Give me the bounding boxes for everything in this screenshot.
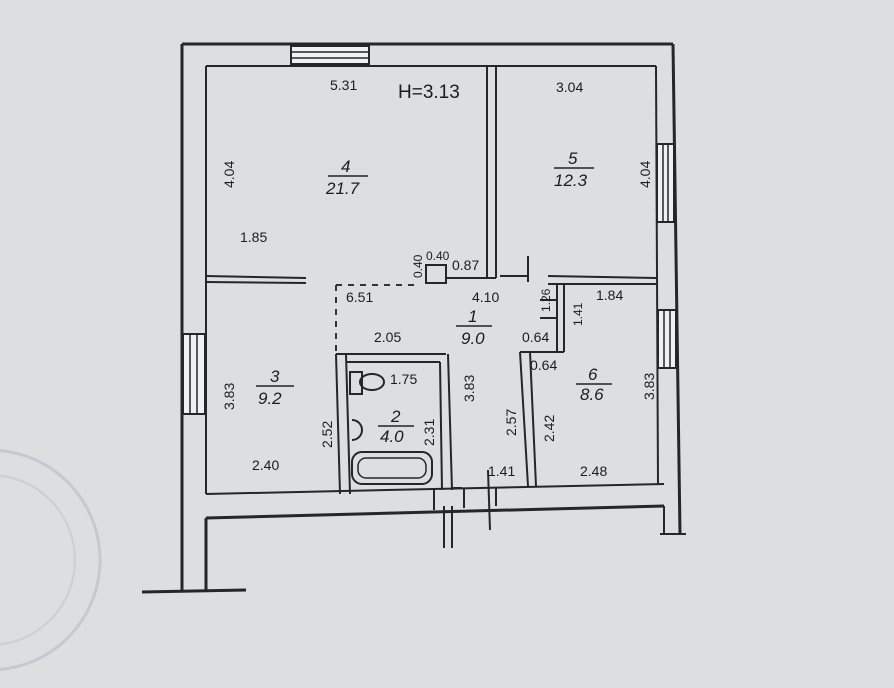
dim-hall-height: 3.83 [461, 375, 477, 402]
toilet-tank [349, 371, 363, 395]
bathroom-fixtures [349, 371, 433, 485]
sink [351, 419, 363, 441]
room-area: 9.2 [258, 389, 282, 408]
room-area: 4.0 [380, 427, 404, 446]
stamp-seal-inner [0, 474, 76, 646]
outer-walls [141, 42, 686, 594]
dim-opening-a: 0.40 [426, 249, 450, 263]
dim-room6-inner: 2.42 [541, 415, 557, 442]
dim-opening-b: 0.40 [411, 254, 425, 278]
dim-bath-width: 2.05 [374, 329, 401, 345]
windows [182, 45, 677, 415]
dim-room5-width: 3.04 [556, 79, 583, 95]
room-number: 5 [568, 149, 578, 168]
room-6: 6 8.6 [576, 365, 612, 404]
dim-bath-inner: 1.75 [390, 371, 417, 387]
dim-hall-mid2: 0.64 [530, 357, 557, 373]
room-area: 12.3 [554, 171, 588, 190]
room-3: 3 9.2 [256, 367, 294, 408]
bathtub [351, 451, 433, 485]
dim-room4-inner: 1.85 [240, 229, 267, 245]
room-number: 4 [341, 157, 350, 176]
ceiling-height-label: H=3.13 [398, 82, 460, 103]
room-4: 4 21.7 [325, 157, 368, 198]
room-number: 6 [588, 365, 598, 384]
dim-small-a: 1.26 [539, 288, 553, 312]
stamp-seal [0, 448, 102, 672]
dim-hall-left: 6.51 [346, 289, 373, 305]
room-area: 8.6 [580, 385, 604, 404]
dimension-labels: 5.31 4.04 1.85 3.04 4.04 0.40 0.40 0.87 … [221, 77, 657, 479]
dim-room6-bottom: 2.48 [580, 463, 607, 479]
room-number: 2 [390, 407, 401, 426]
dim-corridor-width: 1.41 [488, 463, 515, 479]
dim-hall-mid: 0.64 [522, 329, 549, 345]
dim-small-b: 1.41 [571, 302, 585, 326]
dim-room5-height: 4.04 [637, 161, 653, 188]
dim-room6-width: 1.84 [596, 287, 623, 303]
dim-hall-offset: 0.87 [452, 257, 479, 273]
room-number: 3 [270, 367, 280, 386]
bathtub-inner [357, 457, 427, 479]
dim-room3-height: 3.83 [221, 383, 237, 410]
room-1: 1 9.0 [456, 307, 492, 348]
room-area: 21.7 [325, 179, 360, 198]
dim-room4-width: 5.31 [330, 77, 357, 93]
interior-walls [205, 66, 657, 548]
toilet-bowl [359, 373, 385, 391]
dim-room6-height: 3.83 [641, 373, 657, 400]
room-2: 2 4.0 [378, 407, 414, 446]
dim-room4-height: 4.04 [221, 161, 237, 188]
room-5: 5 12.3 [554, 149, 594, 190]
room-area: 9.0 [461, 329, 485, 348]
dim-corridor-height: 2.57 [503, 409, 519, 436]
room-number: 1 [468, 307, 477, 326]
dim-bath-left: 2.52 [319, 421, 335, 448]
dim-bath-right: 2.31 [421, 419, 437, 446]
dim-hall-width: 4.10 [472, 289, 499, 305]
dim-room3-width: 2.40 [252, 457, 279, 473]
